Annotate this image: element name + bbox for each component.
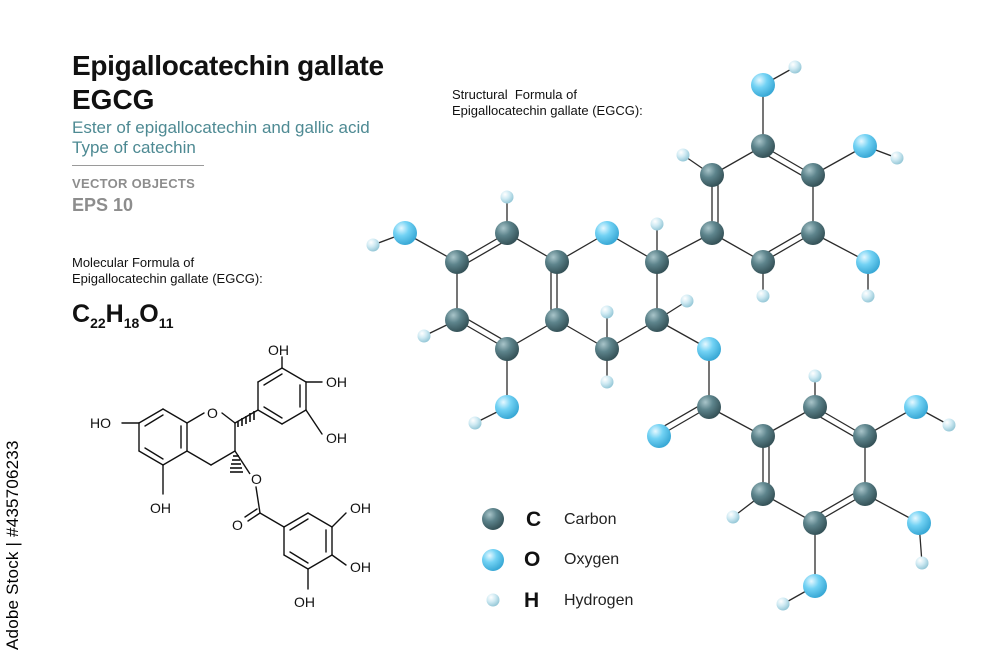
oxygen-atom [907, 511, 931, 535]
carbon-atom [853, 424, 877, 448]
carbon-atom [645, 250, 669, 274]
carbon-atom [751, 134, 775, 158]
hydrogen-atom [680, 294, 694, 308]
page-title: Epigallocatechin gallate [72, 50, 384, 81]
oxygen-atom [751, 73, 775, 97]
eps-label: EPS 10 [72, 195, 134, 215]
carbon-atom [700, 221, 724, 245]
bond-line-double [768, 155, 802, 176]
count-hydrogen: 18 [123, 315, 140, 331]
carbon-atom [700, 163, 724, 187]
count-oxygen: 11 [158, 315, 174, 331]
structural-formula-heading-name: Epigallocatechin gallate (EGCG): [452, 103, 643, 118]
legend-hydrogen-ball [486, 593, 500, 607]
carbon-atom [697, 395, 721, 419]
hydrogen-atom [890, 151, 904, 165]
molecular-formula-heading-name: Epigallocatechin gallate (EGCG): [72, 271, 263, 286]
legend-carbon-ball [482, 508, 504, 530]
bond-line-double [820, 416, 854, 437]
legend-carbon-name: Carbon [564, 511, 617, 528]
label-gallate-oh-1: OH [350, 500, 371, 516]
carbon-atom [495, 221, 519, 245]
label-oh-bottom: OH [150, 500, 171, 516]
carbon-atom [801, 221, 825, 245]
oxygen-atom [495, 395, 519, 419]
label-oh-top: OH [268, 342, 289, 358]
carbon-atom [801, 163, 825, 187]
label-oh-right-1: OH [326, 374, 347, 390]
oxygen-atom [904, 395, 928, 419]
hydrogen-atom [500, 190, 514, 204]
hydrogen-atom [600, 305, 614, 319]
oxygen-atom [856, 250, 880, 274]
bond-line-double [768, 232, 802, 253]
hydrogen-atom [726, 510, 740, 524]
structural-formula-heading: Structural Formula of [452, 87, 577, 102]
oxygen-atom [697, 337, 721, 361]
count-carbon: 22 [90, 315, 106, 331]
hydrogen-atom [808, 369, 822, 383]
carbon-atom [445, 308, 469, 332]
hydrogen-atom [861, 289, 875, 303]
carbon-atom [545, 250, 569, 274]
hydrogen-atom [942, 418, 956, 432]
hydrogen-atom [417, 329, 431, 343]
label-ester-oxygen: O [251, 471, 262, 487]
carbon-atom [751, 482, 775, 506]
bond-line-double [820, 493, 854, 514]
hydrogen-atom [788, 60, 802, 74]
carbon-atom [645, 308, 669, 332]
subtitle-type: Type of catechin [72, 138, 196, 157]
hydrogen-atom [915, 556, 929, 570]
hydrogen-atom [650, 217, 664, 231]
label-carbonyl-oxygen: O [232, 517, 243, 533]
legend-hydrogen-name: Hydrogen [564, 592, 634, 609]
carbon-atom [545, 308, 569, 332]
legend-carbon-symbol: C [526, 508, 542, 531]
hydrogen-atom [756, 289, 770, 303]
legend-hydrogen-symbol: H [524, 589, 540, 612]
hydrogen-atom [676, 148, 690, 162]
hydrogen-atom [600, 375, 614, 389]
hydrogen-atom [468, 416, 482, 430]
carbon-atom [853, 482, 877, 506]
bond-line-double [664, 406, 698, 427]
label-oh-right-2: OH [326, 430, 347, 446]
bond-line-double [468, 242, 502, 263]
label-ring-oxygen: O [207, 405, 218, 421]
legend-oxygen-symbol: O [524, 548, 541, 571]
label-ho-left: HO [90, 415, 111, 431]
subtitle-ester: Ester of epigallocatechin and gallic aci… [72, 118, 370, 137]
legend-oxygen-name: Oxygen [564, 551, 620, 568]
oxygen-atom [803, 574, 827, 598]
carbon-atom [751, 424, 775, 448]
vector-objects-label: VECTOR OBJECTS [72, 176, 196, 191]
molecular-formula-heading: Molecular Formula of [72, 255, 195, 270]
hydrogen-atom [776, 597, 790, 611]
oxygen-atom [393, 221, 417, 245]
legend-oxygen-ball [482, 549, 504, 571]
molecular-formula: C22H18O11 [72, 300, 174, 331]
carbon-atom [803, 395, 827, 419]
carbon-atom [751, 250, 775, 274]
hydrogen-atom [366, 238, 380, 252]
element-hydrogen: H [105, 300, 124, 328]
oxygen-atom [595, 221, 619, 245]
carbon-atom [803, 511, 827, 535]
label-gallate-oh-3: OH [294, 594, 315, 610]
abbreviation: EGCG [72, 84, 155, 115]
carbon-atom [595, 337, 619, 361]
label-gallate-oh-2: OH [350, 559, 371, 575]
carbon-atom [445, 250, 469, 274]
divider [72, 165, 204, 166]
oxygen-atom [647, 424, 671, 448]
element-oxygen: O [139, 300, 159, 328]
oxygen-atom [853, 134, 877, 158]
element-carbon: C [72, 300, 91, 328]
carbon-atom [495, 337, 519, 361]
bond-line-double [468, 319, 502, 340]
